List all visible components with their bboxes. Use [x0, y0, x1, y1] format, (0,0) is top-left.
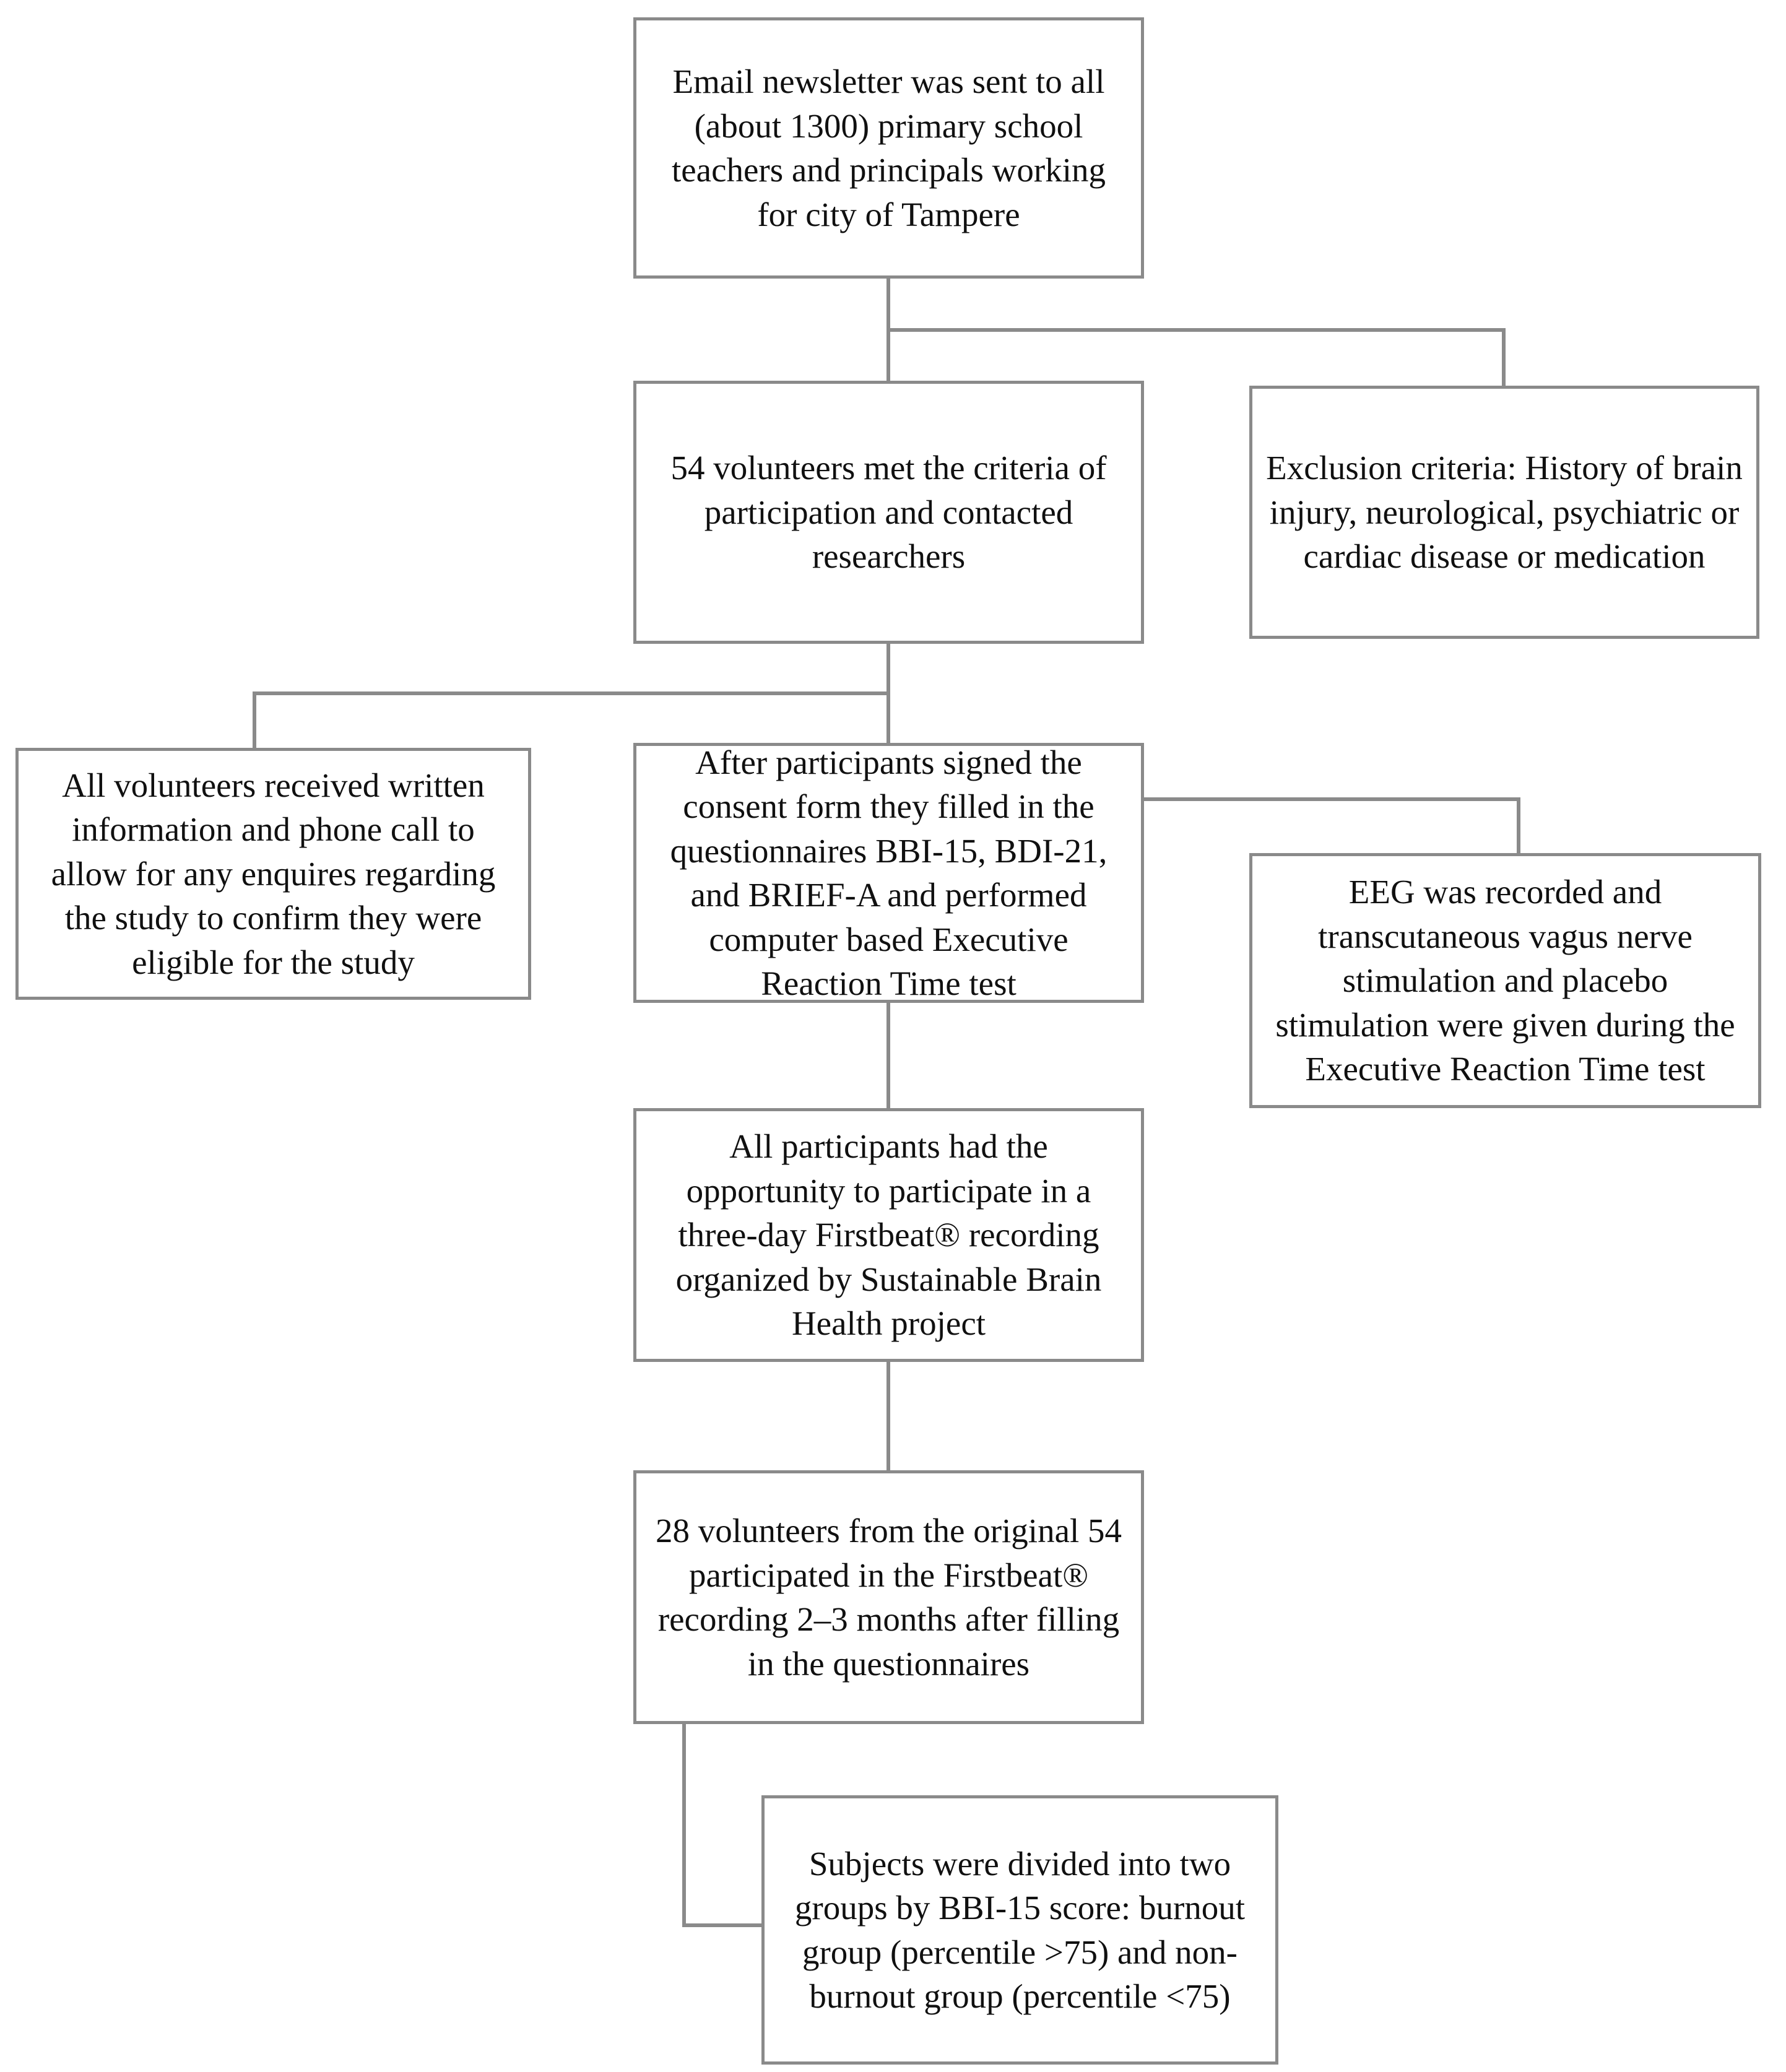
connector-down-to-volunteers: [886, 328, 890, 384]
connector-consent-to-eeg-h: [1144, 797, 1520, 801]
node-exclusion-criteria[interactable]: Exclusion criteria: History of brain inj…: [1249, 386, 1759, 639]
connector-left-branch-bus: [253, 691, 890, 695]
connector-firstbeat-to-participation: [886, 1362, 890, 1472]
node-eeg-recording-text: EEG was recorded and transcutaneous vagu…: [1275, 873, 1735, 1088]
node-group-division-text: Subjects were divided into two groups by…: [794, 1844, 1246, 2016]
connector-email-down: [886, 279, 890, 332]
node-volunteers-met-criteria[interactable]: 54 volunteers met the criteria of partic…: [633, 381, 1144, 644]
node-written-information[interactable]: All volunteers received written informat…: [15, 748, 531, 1000]
connector-split-bus-row2: [886, 328, 1506, 332]
connector-volunteers-down: [886, 644, 890, 695]
node-email-newsletter-text: Email newsletter was sent to all (about …: [671, 63, 1106, 233]
node-firstbeat-opportunity-text: All participants had the opportunity to …: [675, 1127, 1102, 1343]
node-firstbeat-participation-text: 28 volunteers from the original 54 parti…: [655, 1512, 1122, 1683]
node-exclusion-criteria-text: Exclusion criteria: History of brain inj…: [1266, 449, 1743, 576]
node-group-division[interactable]: Subjects were divided into two groups by…: [761, 1795, 1278, 2065]
connector-participation-to-groups: [682, 1923, 765, 1927]
node-eeg-recording[interactable]: EEG was recorded and transcutaneous vagu…: [1249, 853, 1761, 1108]
connector-down-to-exclusion: [1502, 328, 1506, 388]
node-consent-and-questionnaires-text: After participants signed the consent fo…: [670, 743, 1108, 1003]
connector-down-to-written-info: [253, 691, 256, 750]
node-firstbeat-opportunity[interactable]: All participants had the opportunity to …: [633, 1108, 1144, 1362]
connector-participation-down: [682, 1724, 686, 1927]
node-email-newsletter[interactable]: Email newsletter was sent to all (about …: [633, 17, 1144, 279]
connector-consent-to-firstbeat: [886, 1003, 890, 1109]
node-written-information-text: All volunteers received written informat…: [51, 766, 496, 981]
node-volunteers-met-criteria-text: 54 volunteers met the criteria of partic…: [670, 449, 1107, 576]
node-firstbeat-participation[interactable]: 28 volunteers from the original 54 parti…: [633, 1470, 1144, 1724]
connector-consent-to-eeg-v: [1517, 797, 1520, 856]
connector-down-to-consent: [886, 691, 890, 746]
node-consent-and-questionnaires[interactable]: After participants signed the consent fo…: [633, 743, 1144, 1003]
